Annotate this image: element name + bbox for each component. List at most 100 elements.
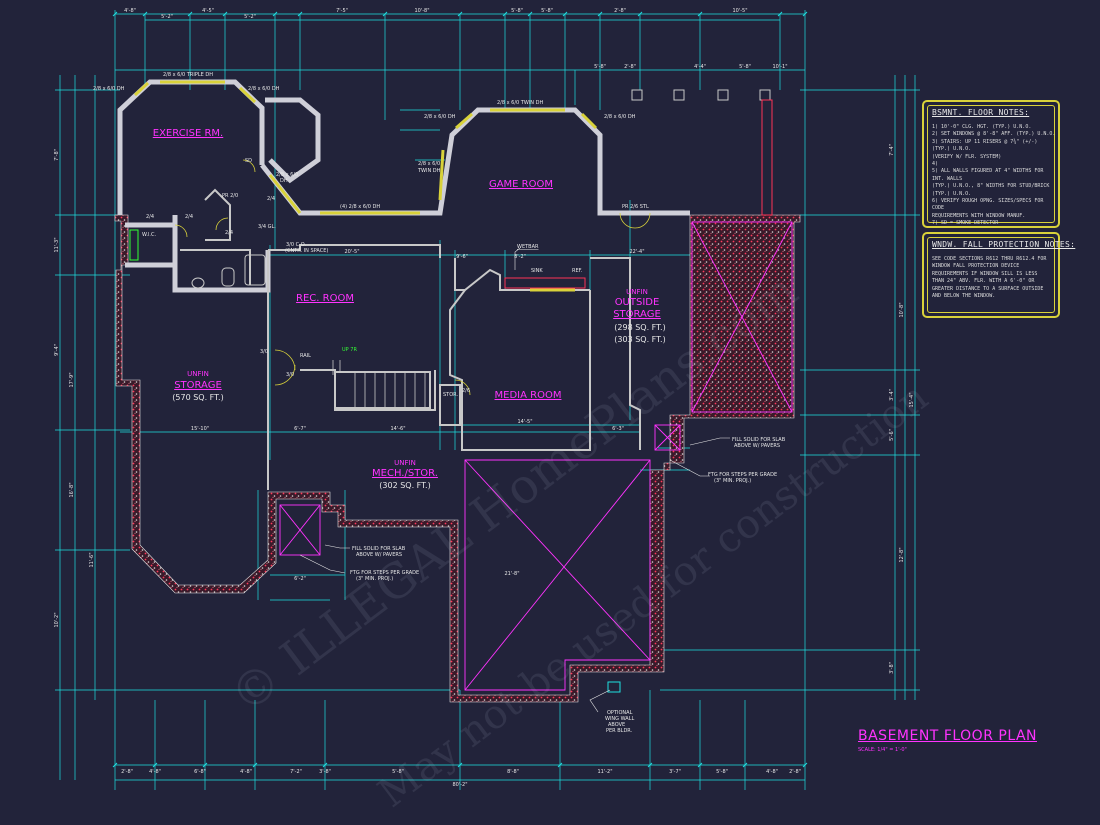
label-storage-unfin: UNFIN: [187, 370, 209, 378]
dim-topin-4: 4'-4": [694, 64, 706, 70]
dim-int-0: 20'-5": [344, 249, 359, 255]
label-wing-4: PER BLDR.: [606, 728, 633, 734]
label-storage: STORAGE: [174, 380, 222, 391]
dim-top-5: 5'-8": [541, 8, 553, 14]
note-item: 5) ALL WALLS FIGURED AT 4" WIDTHS FOR IN…: [932, 168, 1044, 182]
label-outside-area-1: (298 SQ. FT.): [614, 323, 665, 332]
dim-int-4: 14'-6": [390, 426, 405, 432]
dim-left-1: 11'-3": [54, 237, 60, 252]
dim-left-4: 17'-9": [69, 372, 75, 387]
dim-bot-11: 4'-8": [766, 769, 778, 775]
label-outside: OUTSIDE: [615, 297, 660, 308]
label-ftg-2a: FTG FOR STEPS PER GRADE: [708, 472, 777, 478]
window-fall-protection-notes: WNDW. FALL PROTECTION NOTES: SEE CODE SE…: [922, 232, 1075, 318]
label-twin-dh-side-1: 2/8 x 6/0: [418, 161, 440, 167]
plan-title: BASEMENT FLOOR PLAN: [858, 728, 1037, 744]
note-item: 7) SD = SMOKE DETECTOR: [932, 220, 999, 227]
windows: [133, 80, 598, 292]
dim-bot-4: 7'-2": [290, 769, 302, 775]
label-ref: REF.: [572, 268, 583, 274]
dim-int-1: 22'-4": [629, 249, 644, 255]
label-rail: RAIL: [300, 353, 311, 359]
dim-bot-7: 8'-8": [507, 769, 519, 775]
label-exercise-room: EXERCISE RM.: [153, 128, 223, 139]
dim-topin-5: 5'-8": [739, 64, 751, 70]
label-sd: SD: [245, 158, 252, 164]
label-pr-stl: PR 2/6 STL: [622, 204, 649, 210]
dim-top-7: 10'-5": [732, 8, 747, 14]
dim-bot-9: 3'-7": [669, 769, 681, 775]
note-item: (VERIFY W/ FLR. SYSTEM): [932, 153, 1002, 160]
porch-columns: [607, 89, 773, 693]
label-dh-left: 2/8 x 6/0 DH: [93, 86, 125, 92]
notes-list: 1) 10'-0" CLG. HGT. (TYP.) U.N.O. 2) SET…: [932, 124, 1058, 228]
label-outside-storage: STORAGE: [613, 309, 661, 320]
leader-lines: [299, 247, 730, 713]
dim-top-0: 4'-8": [124, 8, 136, 14]
dim-top-2: 7'-5": [336, 8, 348, 14]
label-mech-area: (302 SQ. FT.): [379, 481, 430, 490]
note-item: (TYP.) U.N.O., 8" WIDTHS FOR STUD/BRICK: [932, 183, 1050, 190]
label-rec-room: REC. ROOM: [296, 293, 354, 304]
dimension-ticks: [112, 11, 808, 768]
dim-topin-2: 5'-8": [594, 64, 606, 70]
dim-bot-6: 5'-8": [392, 769, 404, 775]
dimension-text: 4'-8" 4'-5" 7'-5" 10'-8" 5'-8" 5'-8" 2'-…: [121, 8, 801, 788]
label-pr: PR 2/0: [222, 193, 238, 199]
label-co-1: 3/0 C.O.: [286, 242, 306, 248]
note-item: 2) SET WINDOWS @ 8'-8" AFF. (TYP.) U.N.O…: [932, 131, 1056, 138]
plan-scale: SCALE: 1/4" = 1'-0": [858, 747, 907, 753]
basement-floor-notes: BSMNT. FLOOR NOTES: 1) 10'-0" CLG. HGT. …: [922, 100, 1060, 228]
small-labels: W.I.C. STOR. PR 2/0 WETBAR SINK REF. 2/8…: [93, 72, 786, 734]
label-wing-3: ABOVE: [608, 722, 625, 728]
label-game-room: GAME ROOM: [489, 179, 553, 190]
dim-int-5: 14'-5": [517, 419, 532, 425]
dim-left-3: 16'-8": [69, 482, 75, 497]
note-item: 4): [932, 161, 939, 168]
foundation-walls: [114, 214, 801, 703]
label-outside-area-2: (303 SQ. FT.): [614, 335, 665, 344]
label-door-2-4-a: 2/4: [146, 214, 154, 220]
label-fill-slab-2b: ABOVE W/ PAVERS: [734, 443, 780, 449]
note-item: 3) STAIRS: UP 11 RISERS @ 7¾" (+/-) (TYP…: [932, 138, 1038, 153]
dim-right-6: 3'-8": [889, 662, 895, 674]
window-notes-inner-border: [927, 237, 1055, 313]
dim-top-6: 2'-8": [614, 8, 626, 14]
label-dh-corner-1: 2/8 x 6/0: [276, 172, 298, 178]
label-door-2-4-b: 2/4: [185, 214, 193, 220]
dim-top-3: 10'-8": [414, 8, 429, 14]
dim-right-2: 3'-4": [889, 389, 895, 401]
dim-int-3: 6'-7": [294, 426, 306, 432]
dim-int-10: 8'-2": [514, 254, 526, 260]
label-door-3-0-b: 3/0: [286, 372, 294, 378]
notes-title: BSMNT. FLOOR NOTES:: [932, 108, 1030, 117]
dim-topin-0: 5'-2": [161, 14, 173, 20]
slab-outlines: [279, 221, 793, 691]
dim-int-8: 6'-3": [612, 426, 624, 432]
label-fill-slab-2a: FILL SOLID FOR SLAB: [732, 437, 786, 443]
bath-fixtures: [129, 229, 586, 289]
dim-bot-5: 3'-8": [319, 769, 331, 775]
stairs: [332, 360, 426, 408]
label-mech-stor: MECH./STOR.: [372, 468, 438, 479]
label-stor: STOR.: [443, 392, 458, 398]
label-door-3-0-a: 3/0: [260, 349, 268, 355]
dim-bot-2: 6'-8": [194, 769, 206, 775]
label-dh-corner-2: DH: [280, 178, 288, 184]
dim-topin-6: 10'-1": [772, 64, 787, 70]
window-notes-text: SEE CODE SECTIONS R612 THRU R612.4 FOR W…: [932, 256, 1047, 300]
label-twin-dh-top: 2/8 x 6/0 TWIN DH: [497, 100, 543, 106]
notes-inner-border: [927, 105, 1055, 223]
room-labels: EXERCISE RM. GAME ROOM REC. ROOM UNFIN S…: [153, 128, 661, 479]
dim-left-2: 9'-4": [54, 344, 60, 356]
label-ftg-2b: (3" MIN. PROJ.): [714, 478, 751, 484]
label-door-2-4-c: 2/4: [225, 230, 233, 236]
label-triple-dh: 2/8 x 6/0 TRIPLE DH: [163, 72, 213, 78]
dim-int-9: 9'-6": [456, 254, 468, 260]
note-item: (TYP.) U.N.O.: [932, 190, 972, 197]
label-wing-1: OPTIONAL: [607, 710, 633, 716]
label-twin-dh-side-2: TWIN DH: [417, 168, 441, 174]
dim-bot-3: 4'-8": [240, 769, 252, 775]
label-fill-slab-1b: ABOVE W/ PAVERS: [356, 552, 402, 558]
